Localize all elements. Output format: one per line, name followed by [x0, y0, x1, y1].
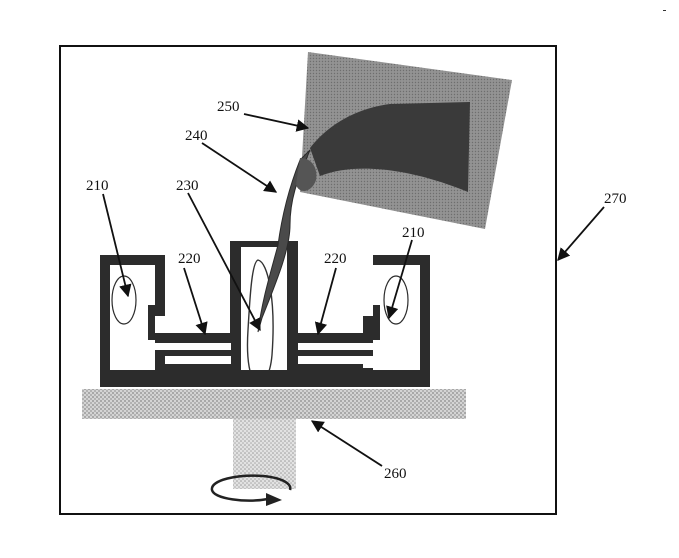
enclosure-frame [59, 45, 557, 515]
leader-220-right [314, 267, 337, 336]
leader-230 [187, 192, 261, 332]
leader-210-right [386, 239, 413, 320]
leader-220-left [183, 267, 208, 336]
label-220-right: 220 [324, 251, 347, 267]
label-270: 270 [604, 191, 627, 207]
mold-cavity-right [363, 255, 430, 385]
leader-250 [243, 113, 310, 132]
label-230: 230 [176, 178, 199, 194]
leader-270 [557, 206, 605, 261]
rotating-platform [82, 389, 466, 419]
spindle-shaft [233, 419, 296, 489]
leader-210-left [102, 193, 132, 298]
mold-cavity-left [100, 255, 165, 385]
scan-mark [663, 10, 666, 11]
label-220-left: 220 [178, 251, 201, 267]
label-210-right: 210 [402, 225, 425, 241]
leader-260 [310, 420, 383, 467]
rotation-arrow-icon [210, 474, 292, 506]
label-260: 260 [384, 466, 407, 482]
molten-metal-stream [257, 149, 311, 333]
label-250: 250 [217, 99, 240, 115]
label-240: 240 [185, 128, 208, 144]
leader-240 [201, 142, 278, 193]
runner-right [298, 333, 373, 370]
ladle [300, 52, 512, 229]
runner-left [155, 333, 231, 370]
label-210-left: 210 [86, 178, 109, 194]
mold-base-band [100, 370, 430, 387]
